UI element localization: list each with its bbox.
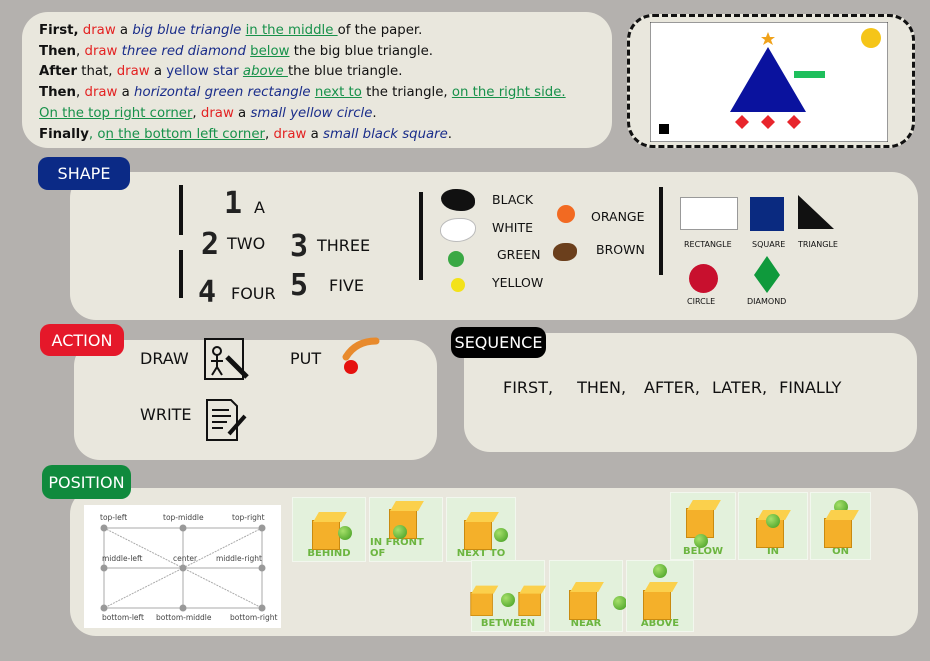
position-grid: top-left top-middle top-right middle-lef… [84,505,281,628]
card-label: NEAR [570,618,602,629]
card-above: ABOVE [626,560,694,632]
grid-label: bottom-right [230,613,278,622]
black-splash-icon [441,189,475,211]
grid-label: bottom-middle [156,613,212,622]
color-label: BROWN [596,242,645,257]
divider [179,250,183,298]
sequence-word: THEN, [577,378,627,397]
card-label: IN [766,546,780,557]
shape-label: SQUARE [752,240,786,249]
write-icon [206,399,247,441]
card-label: NEXT TO [456,548,506,559]
color-label: GREEN [497,247,541,262]
card-label: BETWEEN [480,618,536,629]
position-title: POSITION [42,465,131,499]
action-panel [74,340,437,460]
brown-splash-icon [553,243,577,261]
grid-label: top-middle [163,513,204,522]
orange-splash-icon [557,205,575,223]
sequence-word: FINALLY [779,378,842,397]
number-word: THREE [317,236,371,255]
sequence-words: FIRST, THEN, AFTER, LATER, FINALLY [503,378,841,397]
instruction-line-6: Finally, on the bottom left corner, draw… [39,126,453,142]
action-draw-label: DRAW [140,349,189,368]
card-label: BELOW [683,546,723,557]
number-4: 4 [198,275,217,310]
star-icon [761,32,775,45]
shape-label: TRIANGLE [798,240,838,249]
grid-label: top-right [232,513,265,522]
yellow-splash-icon [451,278,465,292]
black-square [659,124,669,134]
action-put-label: PUT [290,349,322,368]
grid-label: middle-left [102,554,143,563]
shape-label: RECTANGLE [684,240,732,249]
card-near: NEAR [549,560,627,632]
square-shape [750,197,784,231]
green-rectangle [794,71,825,78]
instructions-panel: First, draw a big blue triangle in the m… [22,12,612,148]
instruction-line-1: First, draw a big blue triangle in the m… [39,23,423,38]
number-1: 1 [224,186,243,221]
number-word: TWO [227,234,266,253]
triangle-shape [798,195,834,229]
shape-title: SHAPE [38,157,130,190]
card-in-front-of: IN FRONT OF [369,497,443,562]
grid-label: center [173,554,198,563]
grid-label: top-left [100,513,128,522]
action-write-label: WRITE [140,405,192,424]
divider [419,192,423,280]
number-5: 5 [290,268,309,303]
number-3: 3 [290,229,309,264]
draw-icon [204,338,249,380]
grid-label: middle-right [216,554,262,563]
circle-shape [689,264,718,293]
number-2: 2 [201,227,220,262]
card-label: ABOVE [640,618,680,629]
color-label: ORANGE [591,209,645,224]
number-word: FOUR [231,284,276,303]
number-word: FIVE [329,276,364,295]
instruction-line-4: Then, draw a horizontal green rectangle … [39,85,566,101]
card-in: IN [738,492,808,560]
rectangle-shape [680,197,738,230]
color-label: BLACK [492,192,534,207]
put-icon [342,337,380,374]
example-drawing [650,22,888,142]
card-label: BEHIND [307,548,351,559]
sequence-word: FIRST, [503,378,554,397]
blue-triangle [730,47,806,112]
green-splash-icon [448,251,464,267]
sequence-word: AFTER, [644,378,700,397]
yellow-circle [861,28,881,48]
color-label: YELLOW [492,275,544,290]
instruction-line-2: Then, draw three red diamond below the b… [39,43,434,59]
number-word: A [254,198,265,217]
instruction-line-3: After that, draw a yellow star above the… [39,64,403,80]
divider [179,185,183,235]
shape-label: DIAMOND [747,297,787,306]
sequence-title: SEQUENCE [451,327,546,358]
sequence-word: LATER, [711,378,768,397]
action-title: ACTION [40,324,124,356]
shape-panel [70,172,918,320]
card-on: ON [810,492,871,560]
card-between: BETWEEN [470,560,545,632]
color-label: WHITE [492,220,533,235]
diamond-shape [754,256,780,293]
card-next-to: NEXT TO [446,497,516,562]
card-below: BELOW [670,492,736,560]
card-behind: BEHIND [292,497,366,562]
instruction-line-5: On the top right corner, draw a small ye… [39,105,377,121]
card-label: ON [832,546,849,557]
shape-label: CIRCLE [687,297,716,306]
divider [659,187,663,275]
white-splash-icon [440,218,476,242]
card-label: IN FRONT OF [370,537,424,559]
grid-label: bottom-left [102,613,144,622]
